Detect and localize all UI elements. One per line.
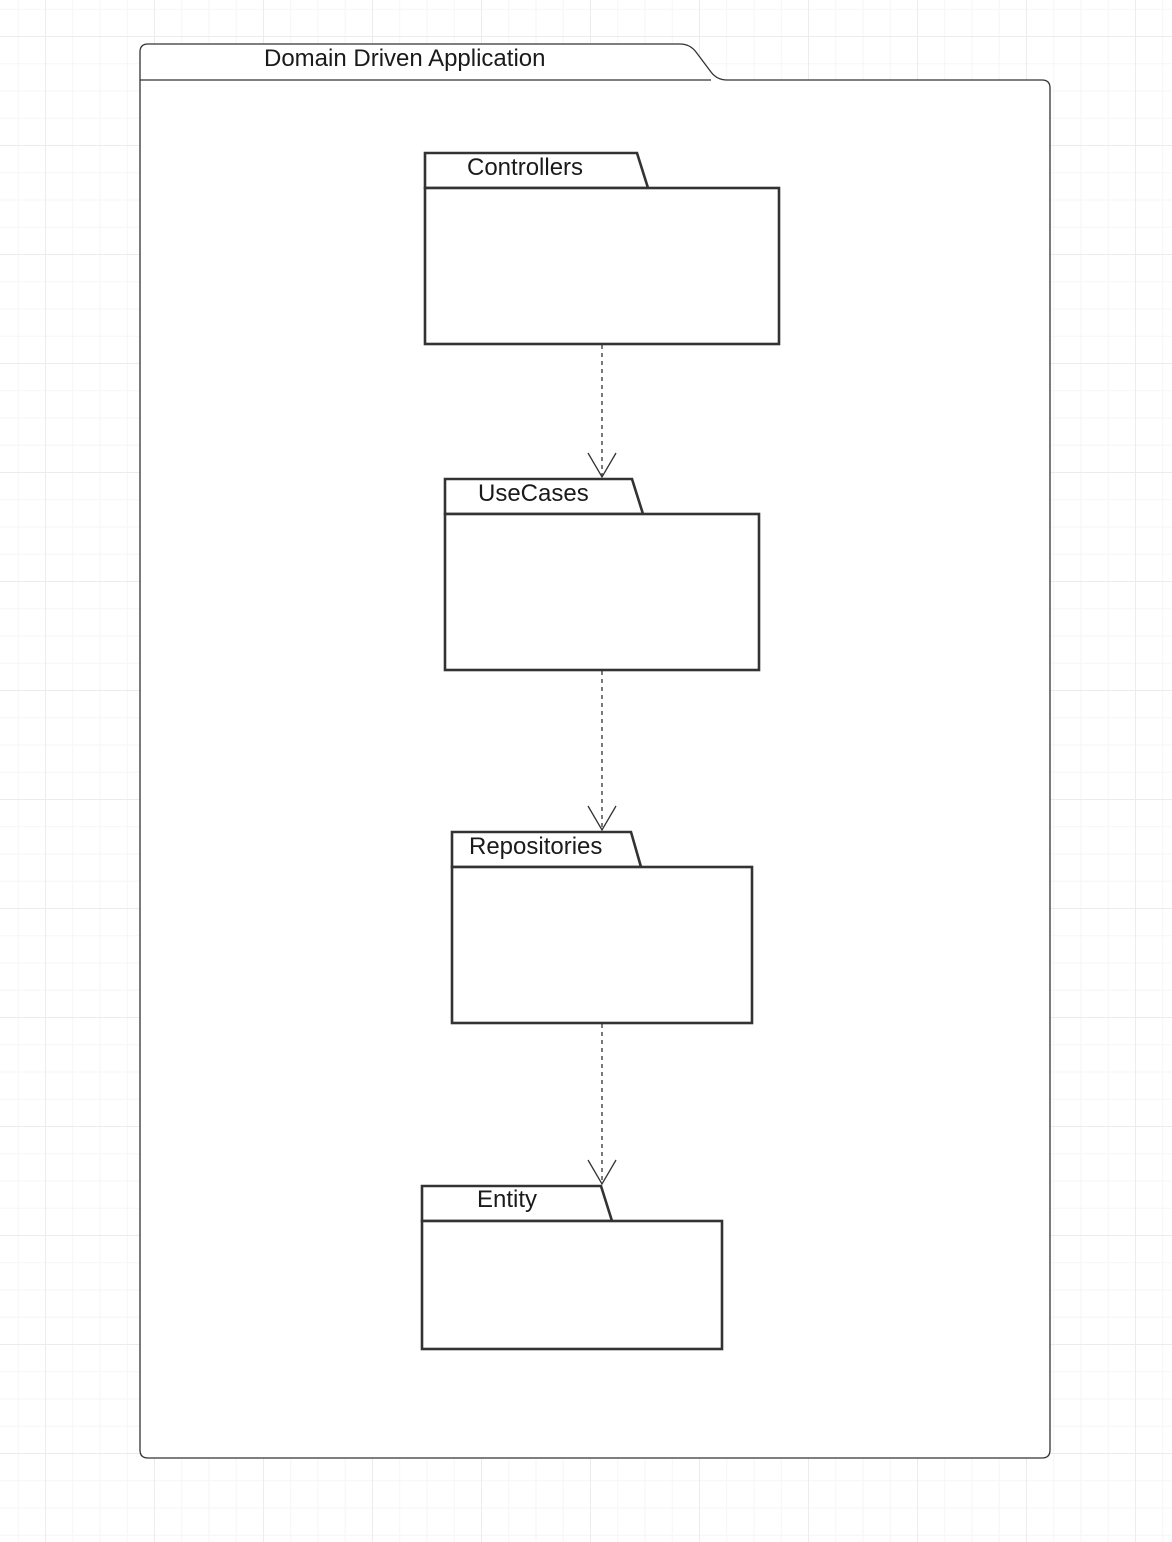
package-controllers[interactable] — [423, 151, 781, 346]
package-repositories-label: Repositories — [469, 833, 603, 860]
package-entity-label: Entity — [477, 1186, 538, 1213]
arrowhead-icon — [587, 452, 617, 479]
arrowhead-icon — [587, 805, 617, 832]
package-usecases-body — [443, 512, 761, 672]
package-repositories[interactable] — [450, 830, 754, 1025]
package-entity[interactable] — [420, 1184, 724, 1351]
dependency-controllers-usecases[interactable] — [587, 345, 617, 479]
outer-package-frame — [139, 43, 1051, 1459]
outer-package[interactable] — [139, 43, 1051, 1459]
dependency-repositories-entity[interactable] — [587, 1024, 617, 1186]
package-usecases[interactable] — [443, 477, 761, 672]
arrowhead-icon — [587, 1159, 617, 1186]
package-controllers-body — [423, 186, 781, 346]
package-usecases-label: UseCases — [478, 480, 589, 507]
package-controllers-label: Controllers — [467, 154, 584, 181]
dependency-usecases-repositories[interactable] — [587, 671, 617, 832]
outer-package-title: Domain Driven Application — [264, 45, 546, 72]
package-entity-body — [420, 1219, 724, 1351]
package-repositories-body — [450, 865, 754, 1025]
